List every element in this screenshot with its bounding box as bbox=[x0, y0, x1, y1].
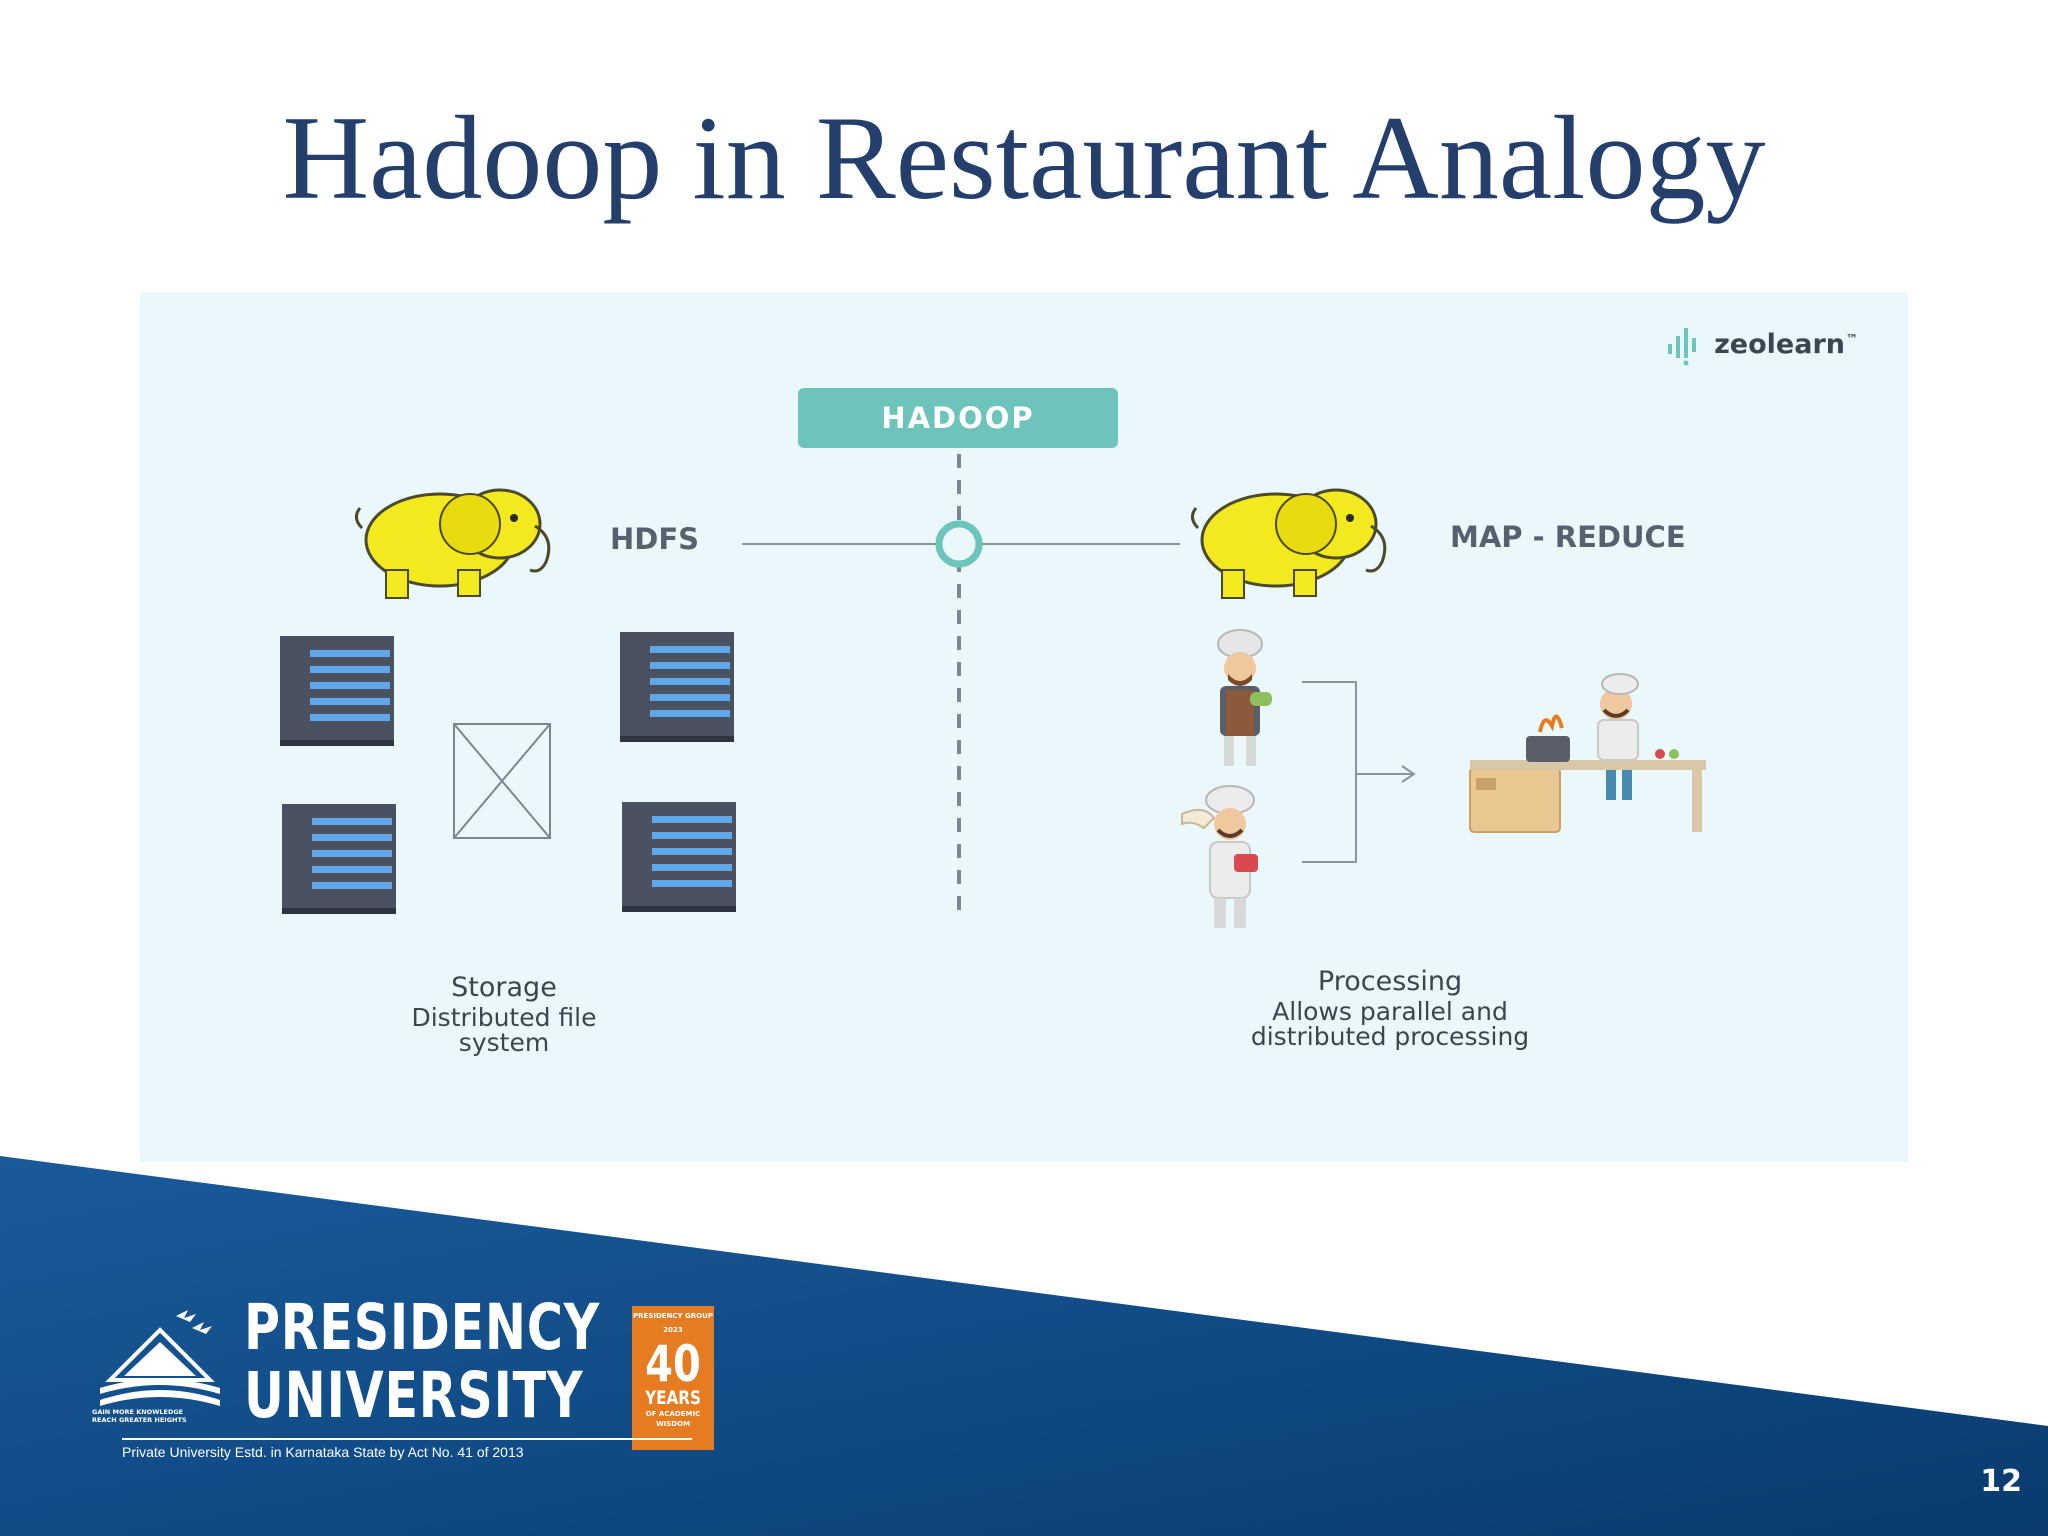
storage-line: Distributed file bbox=[411, 1003, 597, 1032]
university-emblem-icon bbox=[100, 1310, 220, 1406]
anniversary-sub: WISDOM bbox=[655, 1420, 691, 1429]
cooking-station-icon bbox=[1469, 673, 1706, 833]
mapreduce-elephant-icon bbox=[1191, 488, 1387, 599]
university-name: PRESIDENCY UNIVERSITY bbox=[244, 1296, 600, 1432]
anniversary-since: 2023 bbox=[663, 1326, 683, 1335]
university-tagline: Private University Estd. in Karnataka St… bbox=[122, 1438, 692, 1460]
zeolearn-text: zeolearn bbox=[1714, 328, 1845, 360]
center-node-icon bbox=[935, 520, 983, 568]
diagram-graphics bbox=[280, 454, 1706, 928]
university-mottos: GAIN MORE KNOWLEDGE REACH GREATER HEIGHT… bbox=[92, 1408, 232, 1424]
anniversary-sub: OF ACADEMIC bbox=[645, 1409, 701, 1418]
university-name-line: UNIVERSITY bbox=[244, 1359, 584, 1432]
arrow-head-icon bbox=[1401, 765, 1416, 783]
processing-line: Allows parallel and bbox=[1272, 997, 1508, 1026]
hdfs-label: HDFS bbox=[610, 522, 700, 556]
university-logo: GAIN MORE KNOWLEDGE REACH GREATER HEIGHT… bbox=[92, 1296, 732, 1462]
anniversary-number: 40 bbox=[645, 1334, 701, 1393]
mapreduce-label: MAP - REDUCE bbox=[1450, 520, 1686, 554]
zeolearn-logo: zeolearn™ bbox=[1666, 322, 1858, 366]
storage-caption: Storage Distributed file system bbox=[354, 974, 654, 1055]
motto-line: REACH GREATER HEIGHTS bbox=[92, 1416, 187, 1425]
chef-icon bbox=[1217, 629, 1272, 766]
anniversary-badge: PRESIDENCY GROUP 2023 40 YEARS OF ACADEM… bbox=[632, 1306, 714, 1450]
hadoop-badge: HADOOP bbox=[798, 388, 1118, 448]
server-icon bbox=[620, 632, 734, 742]
server-icon bbox=[622, 802, 736, 912]
motto-line: GAIN MORE KNOWLEDGE bbox=[92, 1408, 184, 1416]
processing-caption: Processing Allows parallel and distribut… bbox=[1190, 968, 1590, 1049]
anniversary-group: PRESIDENCY GROUP bbox=[633, 1312, 713, 1320]
slide-title: Hadoop in Restaurant Analogy bbox=[282, 91, 1766, 224]
processing-title: Processing bbox=[1317, 966, 1463, 997]
trademark-mark: ™ bbox=[1846, 331, 1858, 346]
storage-title: Storage bbox=[451, 972, 557, 1003]
merge-bracket bbox=[1302, 681, 1357, 863]
server-icon bbox=[282, 804, 396, 914]
chef-icon bbox=[1181, 785, 1258, 928]
zeolearn-wordmark: zeolearn™ bbox=[1714, 329, 1858, 360]
processing-line: distributed processing bbox=[1250, 1022, 1530, 1051]
crossed-box-icon bbox=[453, 723, 551, 839]
diagram-panel: zeolearn™ HADOOP HDFS MAP - REDUCE Stora… bbox=[140, 292, 1908, 1162]
anniversary-years: YEARS bbox=[645, 1386, 701, 1409]
zeolearn-mark-icon bbox=[1668, 328, 1697, 366]
university-name-line: PRESIDENCY bbox=[244, 1291, 601, 1364]
hdfs-elephant-icon bbox=[355, 488, 551, 599]
storage-line: system bbox=[458, 1028, 550, 1057]
server-icon bbox=[280, 636, 394, 746]
page-number: 12 bbox=[1980, 1464, 2022, 1499]
